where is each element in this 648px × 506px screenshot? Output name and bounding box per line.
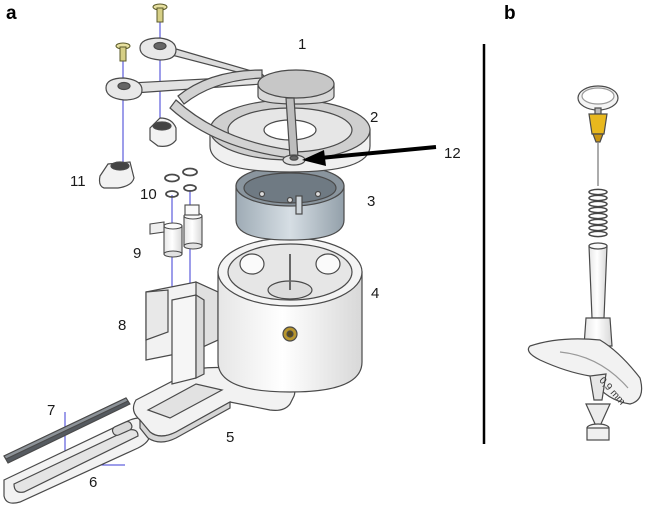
panel-label-a: a (6, 3, 17, 24)
part-8-bracket (145, 281, 219, 385)
part-10-o-rings (164, 167, 198, 198)
part-4-housing (217, 237, 363, 393)
spring (588, 188, 608, 238)
part-label-11: 11 (70, 173, 86, 190)
panel-label-b: b (504, 3, 516, 24)
part-label-5: 5 (226, 429, 235, 446)
screws (115, 3, 168, 62)
part-7-strip (3, 397, 131, 464)
pointer-arrow-12 (302, 145, 437, 166)
part-label-6: 6 (89, 474, 98, 491)
part-label-7: 7 (47, 402, 56, 419)
needle-assembly (527, 85, 643, 441)
part-11-clips (98, 117, 177, 189)
part-9-cylinders (149, 204, 203, 258)
part-label-12: 12 (444, 145, 461, 162)
part-label-1: 1 (298, 36, 307, 53)
part-6-base-plate (3, 417, 151, 504)
part-label-9: 9 (133, 245, 142, 262)
part-1-arm-assembly (105, 37, 335, 166)
part-label-2: 2 (370, 109, 379, 126)
part-label-4: 4 (371, 285, 380, 302)
part-label-10: 10 (140, 186, 157, 203)
part-label-8: 8 (118, 317, 127, 334)
part-3-ring (235, 165, 345, 241)
part-label-3: 3 (367, 193, 376, 210)
